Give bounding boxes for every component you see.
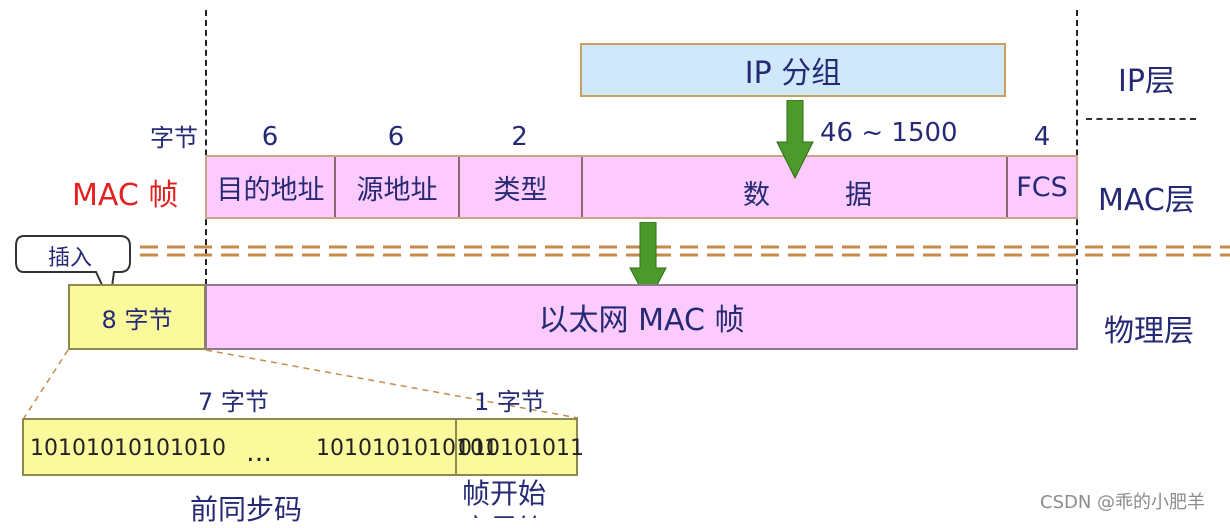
field-type-label: 类型 xyxy=(493,174,548,206)
preamble-name: 前同步码 xyxy=(190,493,303,526)
size-type: 2 xyxy=(511,122,528,152)
mac-frame: 目的地址 源地址 类型 数 据 FCS xyxy=(205,155,1078,219)
size-dest: 6 xyxy=(261,122,279,152)
ip-packet-label: IP 分组 xyxy=(744,56,842,91)
preamble-8-bytes-box: 8 字节 xyxy=(68,284,206,350)
sfd-size-1: 1 字节 xyxy=(474,388,545,416)
insert-callout-text: 插入 xyxy=(48,246,93,271)
size-src: 6 xyxy=(387,122,405,152)
preamble-size-7: 7 字节 xyxy=(198,388,269,416)
preamble-detail-bar: 10101010101010 … 1010101010101 010101011 xyxy=(22,418,584,476)
field-dest: 目的地址 xyxy=(207,157,336,217)
field-fcs-label: FCS xyxy=(1016,171,1068,203)
bits-sfd: 010101011 xyxy=(458,436,584,461)
mac-layer-label: MAC层 xyxy=(1098,183,1195,218)
preamble-8-bytes-label: 8 字节 xyxy=(101,305,173,334)
sfd-divider xyxy=(455,420,457,474)
field-src: 源地址 xyxy=(336,157,460,217)
field-data-right: 据 xyxy=(845,180,872,211)
sfd-name: 帧开始定界符 xyxy=(462,477,547,518)
left-guide-line xyxy=(205,10,207,285)
field-type: 类型 xyxy=(460,157,583,217)
field-dest-label: 目的地址 xyxy=(216,174,325,206)
field-data-left: 数 xyxy=(743,180,770,211)
field-data: 数 据 xyxy=(583,157,1008,217)
field-fcs: FCS xyxy=(1008,157,1076,217)
mac-physical-separator xyxy=(140,245,1230,257)
field-src-label: 源地址 xyxy=(356,174,438,206)
bytes-caption: 字节 xyxy=(150,124,198,152)
ip-layer-separator xyxy=(1086,118,1196,120)
bits-mid: 1010101010101 xyxy=(316,436,498,461)
ip-packet-box: IP 分组 xyxy=(580,43,1006,97)
watermark: CSDN @乖的小肥羊 xyxy=(1040,492,1206,513)
right-guide-line xyxy=(1076,10,1078,285)
physical-layer-label: 物理层 xyxy=(1104,314,1194,349)
mac-frame-label: MAC 帧 xyxy=(72,178,179,213)
sfd-name-clip: 帧开始定界符 xyxy=(462,476,566,518)
ethernet-mac-frame-box: 以太网 MAC 帧 xyxy=(205,284,1078,350)
ip-layer-label: IP层 xyxy=(1118,64,1175,99)
ip-to-data-arrow xyxy=(776,100,814,180)
size-fcs: 4 xyxy=(1033,122,1051,152)
bits-ellipsis: … xyxy=(246,438,272,468)
ethernet-mac-frame-label: 以太网 MAC 帧 xyxy=(538,303,745,338)
bits-left: 10101010101010 xyxy=(30,436,226,461)
size-data: 46 ~ 1500 xyxy=(820,118,958,148)
